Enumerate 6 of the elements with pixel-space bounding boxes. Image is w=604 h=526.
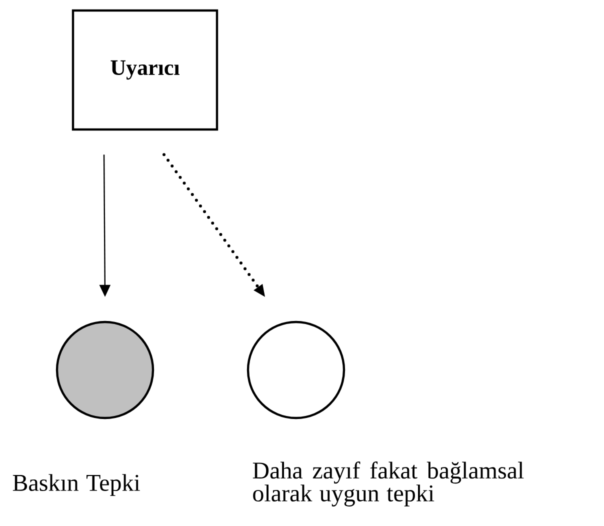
response-label: Daha zayıf fakat bağlamsal olarak uygun tepki [252, 462, 524, 506]
response-circle [246, 320, 346, 420]
response-label: Baskın Tepki [12, 474, 140, 496]
stimulus-box: Uyarıcı [72, 9, 218, 131]
response-circle [56, 320, 154, 420]
arrow [162, 153, 265, 297]
